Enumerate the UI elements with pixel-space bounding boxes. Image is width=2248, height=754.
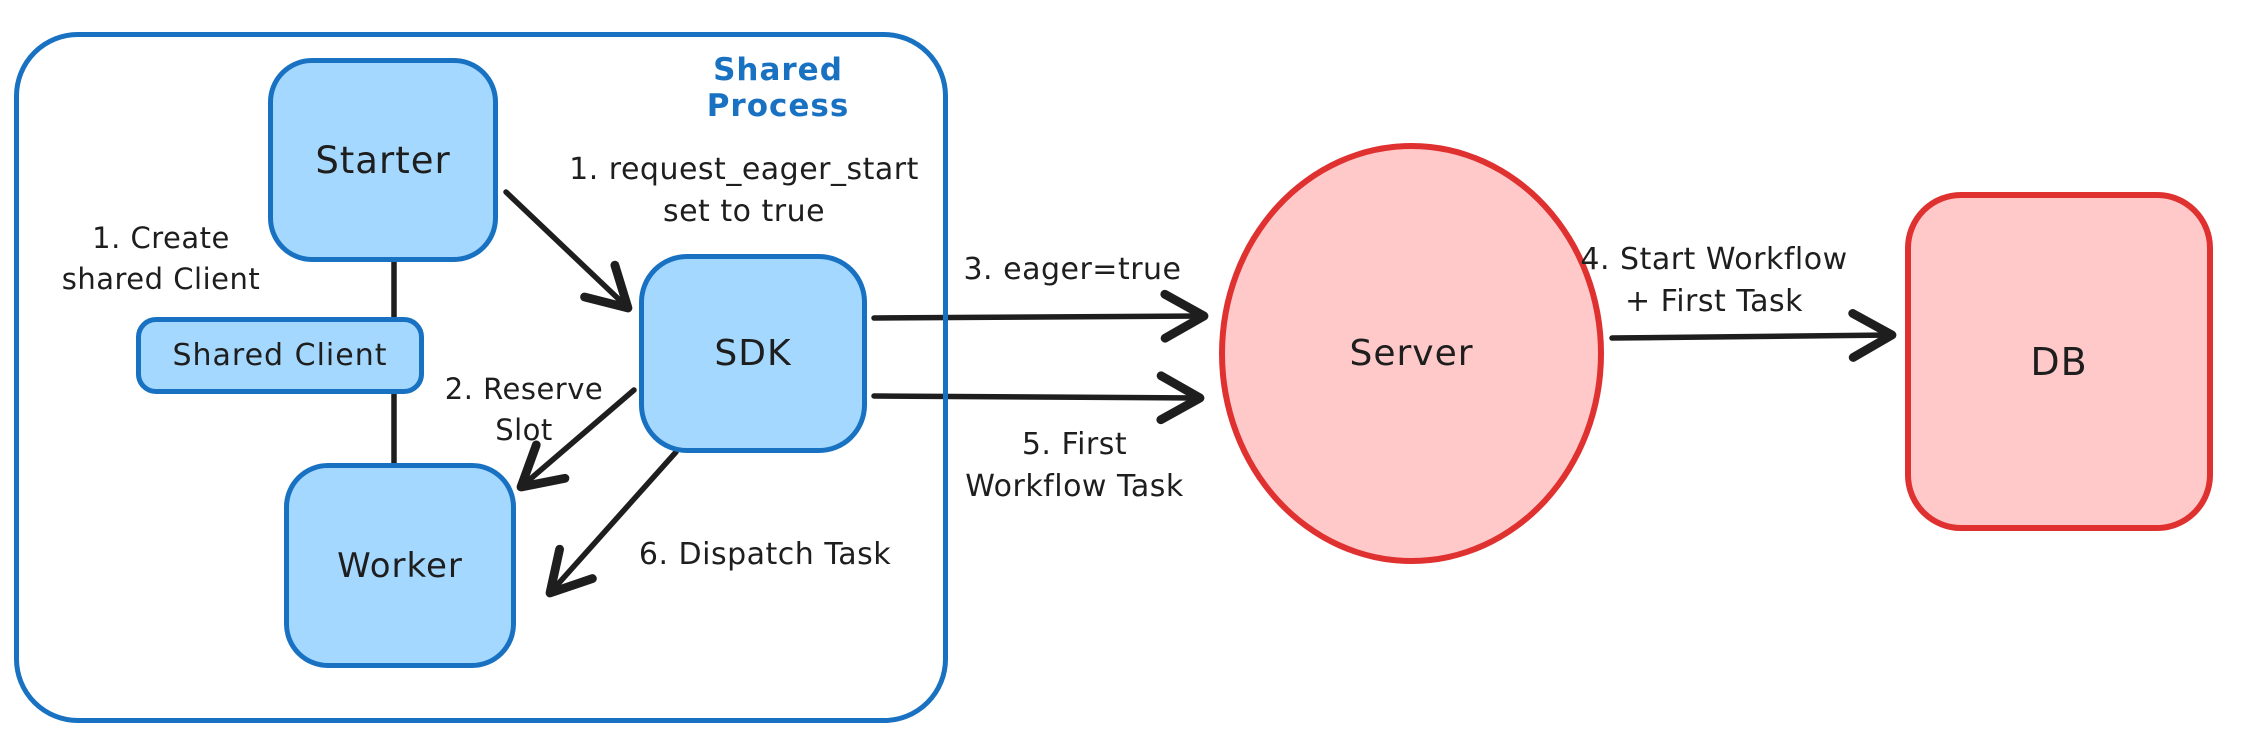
arrow-server-to-db	[1609, 309, 1897, 362]
db-label: DB	[2030, 339, 2088, 384]
node-starter: Starter	[268, 58, 498, 262]
shared-process-container	[14, 32, 948, 723]
server-label: Server	[1349, 333, 1474, 374]
annotation-request-eager-start: 1. request_eager_start set to true	[569, 152, 919, 229]
node-server: Server	[1219, 143, 1604, 564]
shared-client-label: Shared Client	[172, 338, 388, 373]
node-db: DB	[1905, 192, 2213, 531]
annotation-first-workflow-task: 5. First Workflow Task	[965, 427, 1184, 504]
sdk-label: SDK	[714, 333, 792, 374]
node-worker: Worker	[284, 463, 516, 668]
node-sdk: SDK	[639, 254, 867, 453]
starter-label: Starter	[315, 138, 451, 182]
shared-process-label: Shared Process	[706, 52, 850, 124]
annotation-dispatch-task: 6. Dispatch Task	[638, 537, 892, 572]
worker-label: Worker	[337, 545, 463, 586]
annotation-start-workflow-first-task: 4. Start Workflow + First Task	[1580, 242, 1848, 319]
annotation-reserve-slot: 2. Reserve Slot	[444, 372, 604, 447]
annotation-eager-true: 3. eager=true	[963, 252, 1182, 287]
node-shared-client: Shared Client	[136, 317, 424, 394]
annotation-create-shared-client: 1. Create shared Client	[61, 221, 261, 296]
